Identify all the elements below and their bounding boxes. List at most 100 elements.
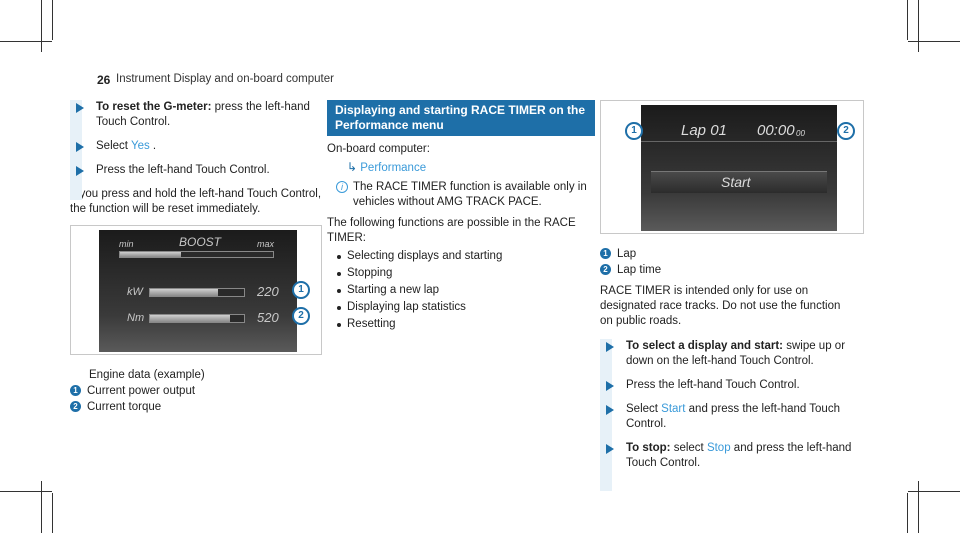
function-list: Selecting displays and starting Stopping… [327, 248, 595, 333]
legend-text: Lap time [617, 264, 662, 276]
step-arrow-icon [606, 381, 614, 391]
menu-performance: Performance [360, 162, 427, 174]
kw-gauge-fill [150, 289, 218, 296]
menu-option-stop: Stop [706, 442, 731, 454]
crop-mark [918, 481, 919, 533]
legend-number: 1 [600, 248, 611, 259]
callout-2: 2 [292, 307, 310, 325]
list-item: Displaying lap statistics [337, 299, 595, 316]
list-item: Selecting displays and starting [337, 248, 595, 265]
step-title: To select a display and start: [626, 340, 784, 352]
legend-item: 1 Current power output [70, 383, 322, 399]
step-text: Press the left-hand Touch Control. [96, 164, 270, 176]
step-arrow-icon [76, 103, 84, 113]
boost-gauge [119, 251, 274, 258]
nm-label: Nm [127, 312, 145, 324]
step-text: swipe up or down on the left-hand Touch … [626, 340, 846, 367]
race-timer-figure: Lap 01 00:00 00 Start 1 2 [600, 100, 864, 234]
legend-number: 2 [70, 401, 81, 412]
lap-time: 00:00 [757, 122, 795, 139]
step-select-start: Select Start and press the left-hand Tou… [600, 402, 865, 432]
list-item: Starting a new lap [337, 282, 595, 299]
boost-fill [120, 252, 182, 257]
step-text: press the left-hand Touch Control. [96, 101, 310, 128]
info-icon: i [336, 181, 348, 193]
legend-number: 1 [70, 385, 81, 396]
max-label: max [257, 239, 275, 249]
note-text: The RACE TIMER function is available onl… [353, 181, 587, 208]
start-button-bg [651, 171, 827, 193]
legend-item: 2 Current torque [70, 399, 322, 415]
step-text: Press the left-hand Touch Control. [626, 379, 800, 391]
menu-option-start: Start [661, 403, 686, 415]
crop-mark [52, 0, 53, 40]
reset-paragraph: If you press and hold the left-hand Touc… [70, 188, 322, 215]
legend-text: Current power output [87, 385, 196, 397]
legend-item: 1 Lap [600, 246, 865, 262]
step-text: and press the left-hand Touch Control. [626, 403, 840, 430]
step-select-display: To select a display and start: swipe up … [600, 339, 865, 369]
step-arrow-icon [606, 405, 614, 415]
figure-legend: 1 Lap 2 Lap time [600, 246, 865, 278]
page-header-title: Instrument Display and on-board computer [116, 73, 334, 85]
figure-caption: Engine data (example) [89, 369, 205, 381]
legend-text: Lap [617, 248, 637, 260]
left-column: To reset the G-meter: press the left-han… [70, 100, 322, 415]
figure-legend: 1 Current power output 2 Current torque [70, 383, 322, 415]
step-text: and press the left-hand Touch Control. [626, 442, 852, 469]
middle-column: Displaying and starting RACE TIMER on th… [327, 100, 595, 333]
boost-label: BOOST [179, 235, 222, 249]
crop-mark [41, 0, 42, 52]
step-stop: To stop: select Stop and press the left-… [600, 441, 865, 471]
step-text: . [149, 140, 157, 152]
step-text: Select [626, 403, 662, 415]
legend-text: Current torque [87, 401, 162, 413]
race-timer-display: Lap 01 00:00 00 Start [641, 105, 837, 231]
legend-number: 2 [600, 264, 611, 275]
race-timer-warning: RACE TIMER is intended only for use on d… [600, 285, 841, 327]
step-text: Select [96, 140, 131, 152]
nm-value: 520 [257, 310, 279, 325]
lap-time-hundredths: 00 [796, 129, 805, 138]
callout-1: 1 [625, 122, 643, 140]
step-arrow-icon [76, 166, 84, 176]
nm-gauge-fill [150, 315, 230, 322]
start-label: Start [721, 174, 751, 190]
kw-value: 220 [257, 284, 279, 299]
menu-option-yes: Yes [130, 140, 150, 152]
callout-1: 1 [292, 281, 310, 299]
crop-mark [0, 491, 52, 492]
step-title: To stop: [626, 442, 671, 454]
section-heading: Displaying and starting RACE TIMER on th… [327, 100, 595, 136]
lap-label: Lap 01 [681, 122, 727, 139]
list-item: Resetting [337, 316, 595, 333]
step-arrow-icon [606, 444, 614, 454]
step-text: select [670, 442, 707, 454]
engine-data-figure: min BOOST max kW 220 Nm 520 1 2 [70, 225, 322, 355]
kw-gauge [149, 288, 245, 297]
step-select-yes: Select Yes . [70, 139, 322, 154]
crop-mark [52, 493, 53, 533]
kw-label: kW [127, 286, 143, 298]
crop-mark [908, 41, 960, 42]
step-title: To reset the G-meter: [96, 101, 212, 113]
step-reset-gmeter: To reset the G-meter: press the left-han… [70, 100, 322, 130]
step-arrow-icon [606, 342, 614, 352]
intro-text: The following functions are possible in … [327, 217, 576, 244]
crop-mark [907, 493, 908, 533]
crop-mark [918, 0, 919, 52]
obc-label: On-board computer: [327, 143, 430, 155]
min-label: min [119, 239, 134, 249]
menu-arrow-icon: ↳ [347, 160, 358, 174]
crop-mark [0, 41, 52, 42]
nm-gauge [149, 314, 245, 323]
legend-item: 2 Lap time [600, 262, 865, 278]
step-press-touch-control: Press the left-hand Touch Control. [600, 378, 865, 393]
callout-2: 2 [837, 122, 855, 140]
step-press-touch-control: Press the left-hand Touch Control. [70, 163, 322, 178]
crop-mark [907, 0, 908, 40]
crop-mark [41, 481, 42, 533]
lap-row-line [641, 141, 837, 142]
crop-mark [908, 491, 960, 492]
engine-display: min BOOST max kW 220 Nm 520 [99, 230, 297, 352]
